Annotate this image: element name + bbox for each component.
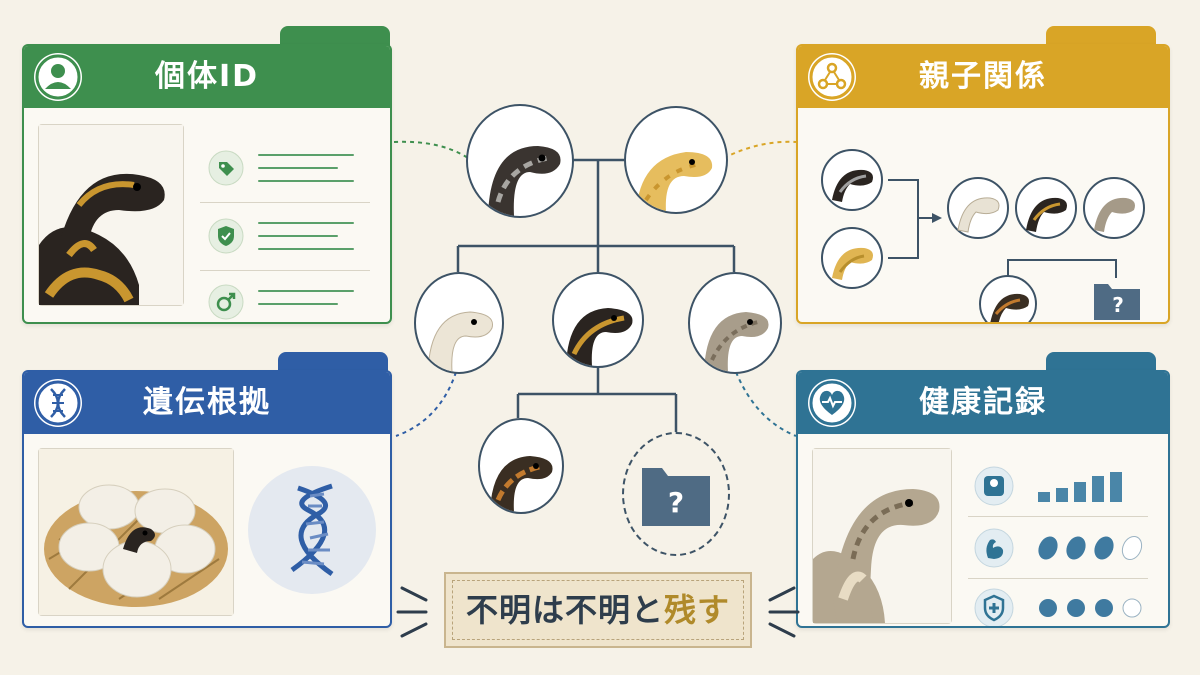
panel-title: 遺伝根拠 xyxy=(143,385,271,420)
snake-photo xyxy=(812,448,952,624)
scale-icon xyxy=(974,466,1014,510)
folder-tab xyxy=(1046,26,1156,48)
egg-clutch-photo xyxy=(38,448,234,616)
network-icon xyxy=(808,53,856,101)
panel-parentage: 親子関係 xyxy=(796,26,1170,324)
shield-plus-icon xyxy=(974,588,1014,626)
panel-genetics: 遺伝根拠 xyxy=(22,352,392,628)
offspring-2-portrait xyxy=(552,272,644,368)
dna-icon xyxy=(34,379,82,427)
weight-trend-bars xyxy=(1038,472,1122,502)
folder-tab xyxy=(280,26,390,48)
panel-identity: 個体ID xyxy=(22,26,392,324)
heart-pulse-icon xyxy=(808,379,856,427)
person-icon xyxy=(34,53,82,101)
folder-tab xyxy=(1046,352,1156,374)
mini-pedigree xyxy=(821,149,1145,322)
health-check-rating xyxy=(1039,598,1142,618)
folder-tab xyxy=(278,352,388,374)
sire-portrait xyxy=(466,104,574,218)
unknown-folder-icon xyxy=(1094,284,1140,320)
panel-health: 健康記録 xyxy=(796,352,1170,628)
shield-check-icon xyxy=(208,218,244,258)
dna-illustration xyxy=(248,466,376,594)
panel-title: 親子関係 xyxy=(919,59,1047,94)
callout-text: 不明は不明と xyxy=(465,591,664,629)
unknown-symbol: ? xyxy=(667,486,685,519)
callout-note: 不明は不明と残す xyxy=(444,572,752,648)
unknown-symbol: ? xyxy=(1112,293,1124,317)
callout-accent: 残す xyxy=(664,591,731,629)
unknown-folder-icon xyxy=(642,468,710,526)
dam-portrait xyxy=(624,106,728,214)
panel-title: 健康記録 xyxy=(919,385,1047,420)
unknown-node: ? xyxy=(622,432,730,556)
tag-icon xyxy=(208,150,244,190)
offspring-3-portrait xyxy=(688,272,782,374)
offspring-1-portrait xyxy=(414,272,504,374)
panel-title: 個体ID xyxy=(154,59,260,94)
grand-offspring-portrait xyxy=(478,418,564,514)
snake-photo xyxy=(38,124,184,306)
body-condition-rating xyxy=(1038,535,1143,561)
male-icon xyxy=(208,284,244,322)
muscle-icon xyxy=(974,528,1014,572)
